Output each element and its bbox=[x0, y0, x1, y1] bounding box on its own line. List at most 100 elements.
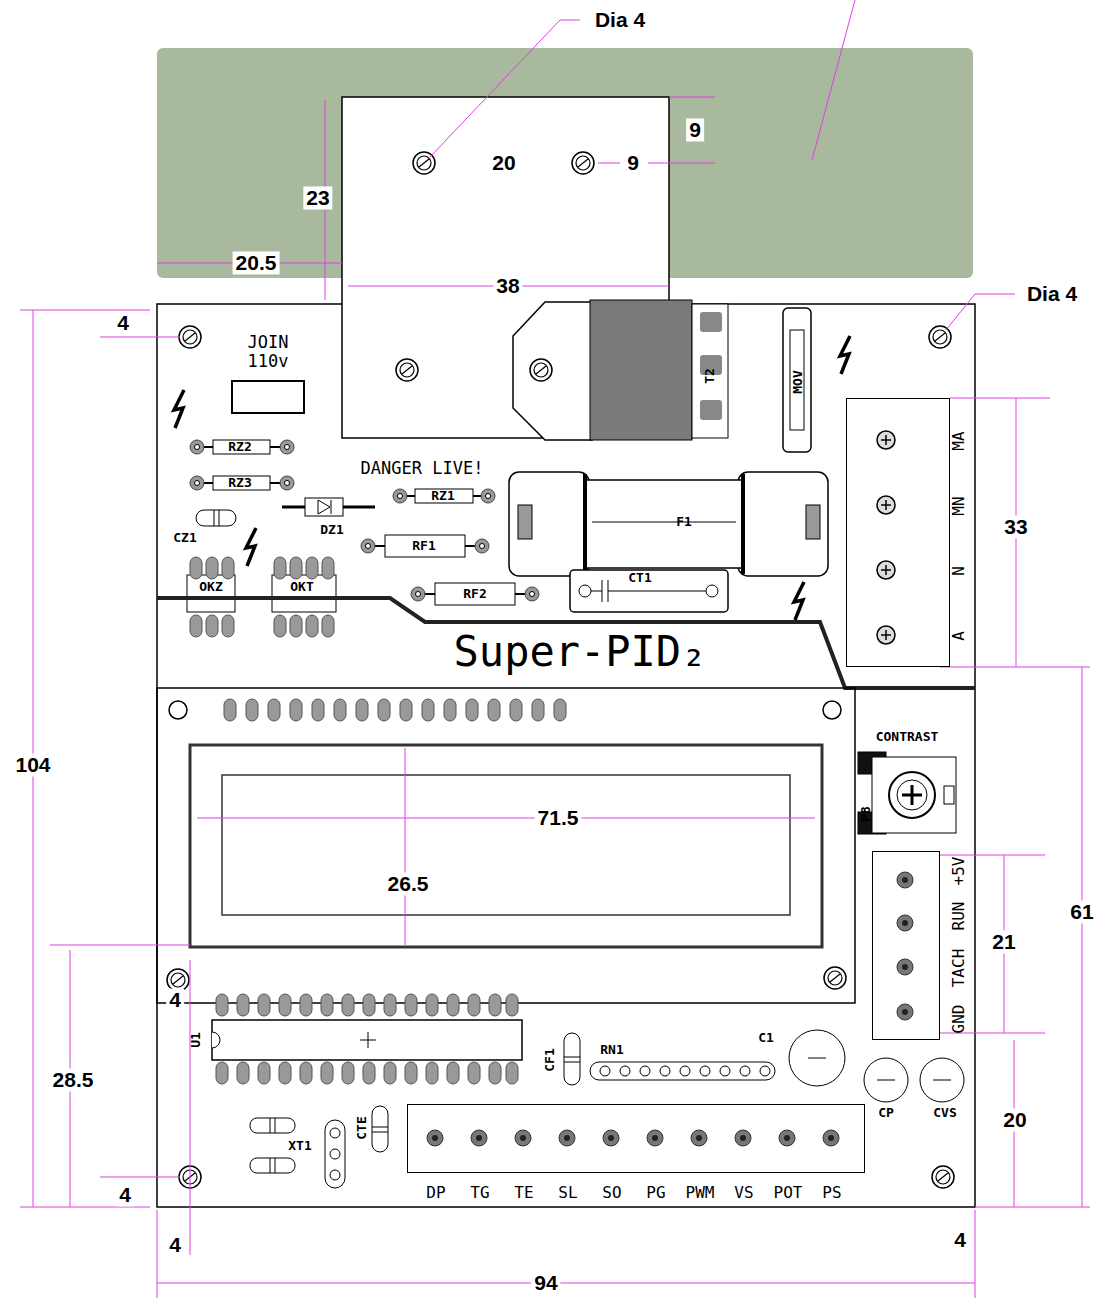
pin-name: GND bbox=[950, 1005, 968, 1034]
crystal-symbol bbox=[330, 1149, 340, 1159]
resistor-network bbox=[640, 1066, 650, 1076]
microcontroller-chip bbox=[468, 1062, 480, 1084]
dimension-value: 104 bbox=[12, 753, 53, 776]
ct-capacitor bbox=[570, 570, 728, 612]
capacitor-symbol bbox=[275, 1118, 276, 1133]
dimension-lines bbox=[100, 337, 180, 338]
hazard-bolt bbox=[246, 528, 256, 566]
resistor-network bbox=[720, 1066, 730, 1076]
lcd-module bbox=[290, 699, 302, 721]
terminal-pins bbox=[877, 496, 895, 514]
dimension-lines bbox=[100, 1177, 180, 1178]
capacitor-symbol bbox=[250, 1158, 295, 1173]
lcd-module bbox=[444, 699, 456, 721]
lcd-module bbox=[169, 701, 187, 719]
microcontroller-chip bbox=[405, 994, 417, 1016]
microcontroller-chip bbox=[363, 994, 375, 1016]
optocoupler-symbol bbox=[306, 557, 318, 579]
part-name: CF1 bbox=[543, 1048, 557, 1071]
pin-name: SL bbox=[558, 1184, 577, 1202]
dimension-value: 4 bbox=[114, 311, 132, 334]
heatsink-plate bbox=[396, 359, 418, 381]
dimension-lines bbox=[950, 398, 1050, 399]
triac-symbol bbox=[530, 359, 552, 381]
ct-capacitor bbox=[602, 580, 603, 602]
part-name: OKT bbox=[290, 580, 313, 594]
optocoupler-symbol bbox=[274, 615, 286, 637]
lcd-module bbox=[466, 699, 478, 721]
part-name: CTE bbox=[355, 1116, 369, 1139]
optocoupler-symbol bbox=[290, 615, 302, 637]
fuse-holder bbox=[741, 474, 745, 574]
optocoupler-symbol bbox=[306, 615, 318, 637]
fuse-holder bbox=[738, 472, 828, 576]
divider-line bbox=[157, 598, 975, 688]
microcontroller-chip bbox=[216, 994, 228, 1016]
resistor-symbol bbox=[475, 539, 489, 553]
terminal-pins bbox=[427, 431, 913, 1146]
heatsink-plate bbox=[530, 359, 552, 381]
triac-symbol bbox=[513, 302, 592, 440]
dimension-lines bbox=[20, 1207, 150, 1208]
diode-symbol bbox=[318, 500, 330, 514]
capacitor-symbol bbox=[933, 1080, 951, 1081]
resistor-symbol bbox=[213, 440, 270, 454]
capacitor-symbol bbox=[877, 1080, 895, 1081]
fuse-holder bbox=[806, 505, 820, 539]
microcontroller-chip bbox=[384, 1062, 396, 1084]
pin-name: PS bbox=[822, 1184, 841, 1202]
diode-symbol bbox=[282, 498, 375, 516]
capacitor-symbol bbox=[196, 510, 964, 1173]
part-name: RZ2 bbox=[228, 440, 251, 454]
dimension-lines bbox=[940, 855, 1045, 856]
lcd-module bbox=[554, 699, 566, 721]
pin-name: PWM bbox=[686, 1184, 715, 1202]
pin-name: TACH bbox=[950, 949, 968, 988]
lcd-module bbox=[268, 699, 280, 721]
optocoupler-symbol bbox=[322, 615, 334, 637]
microcontroller-chip bbox=[489, 1062, 501, 1084]
fuse-holder bbox=[509, 472, 589, 576]
capacitor-symbol bbox=[372, 1132, 388, 1133]
dimension-value: 4 bbox=[166, 988, 184, 1011]
dimension-value: 28.5 bbox=[50, 1068, 97, 1091]
pin-name: RUN bbox=[950, 902, 968, 931]
capacitor-symbol bbox=[372, 1127, 388, 1128]
resistor-network bbox=[590, 1062, 775, 1080]
dimension-lines bbox=[430, 20, 580, 157]
terminal-pins bbox=[877, 561, 895, 579]
terminal-pins bbox=[823, 1130, 839, 1146]
capacitor-symbol bbox=[564, 1057, 580, 1058]
terminal-pins bbox=[735, 1130, 751, 1146]
dimension-lines bbox=[197, 818, 815, 819]
capacitor-symbol bbox=[564, 1062, 580, 1063]
dimension-value: 21 bbox=[989, 930, 1018, 953]
join-pad bbox=[232, 381, 304, 413]
lcd-module bbox=[157, 688, 855, 1003]
microcontroller-chip bbox=[300, 1062, 312, 1084]
terminal-pins bbox=[603, 1130, 619, 1146]
microcontroller-chip bbox=[258, 1062, 270, 1084]
contrast-pot bbox=[858, 752, 956, 834]
dimension-lines bbox=[157, 1283, 975, 1284]
microcontroller-chip bbox=[279, 1062, 291, 1084]
lcd-module bbox=[823, 701, 841, 719]
pin-name: VS bbox=[734, 1184, 753, 1202]
terminal-pins bbox=[897, 1004, 913, 1020]
resistor-symbol bbox=[525, 587, 539, 601]
dimension-value: 4 bbox=[951, 1228, 969, 1251]
microcontroller-chip bbox=[368, 1032, 369, 1048]
microcontroller-chip bbox=[342, 994, 354, 1016]
dimension-value: 4 bbox=[166, 1233, 184, 1256]
lcd-module bbox=[356, 699, 368, 721]
optocoupler-symbol bbox=[206, 615, 218, 637]
dimension-value: 23 bbox=[303, 186, 332, 209]
capacitor-symbol bbox=[564, 1033, 580, 1085]
dimension-value: 20 bbox=[1000, 1108, 1029, 1131]
microcontroller-chip bbox=[212, 1032, 220, 1048]
optocoupler-symbol bbox=[187, 575, 235, 612]
part-name: U1 bbox=[189, 1032, 203, 1048]
ct-capacitor bbox=[608, 591, 706, 592]
dimension-value: 9 bbox=[624, 151, 642, 174]
microcontroller-chip bbox=[447, 1062, 459, 1084]
